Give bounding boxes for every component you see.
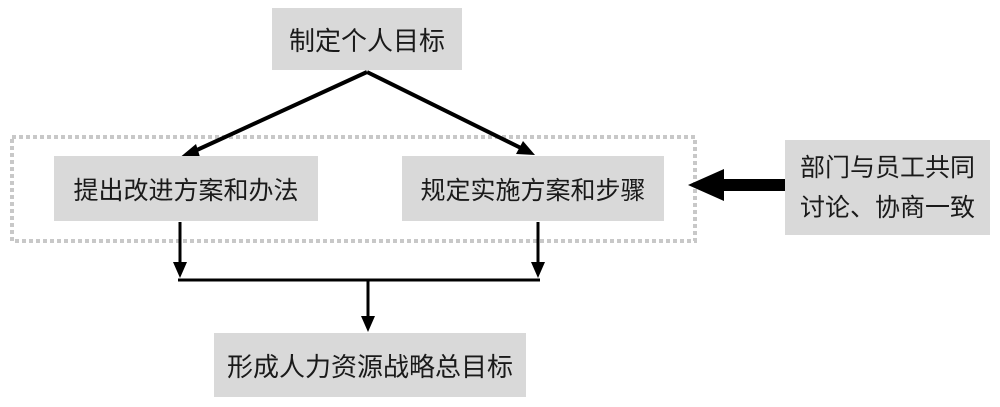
node-propose-improvements: 提出改进方案和办法 bbox=[54, 156, 318, 221]
node-set-personal-goal: 制定个人目标 bbox=[272, 8, 462, 70]
node-bottom-label: 形成人力资源战略总目标 bbox=[226, 352, 513, 383]
arrowhead-merge-to-bottom bbox=[361, 316, 375, 332]
arrow-top-to-right bbox=[366, 70, 528, 153]
node-side-line2: 讨论、协商一致 bbox=[799, 192, 975, 222]
node-department-consensus: 部门与员工共同 讨论、协商一致 bbox=[785, 140, 990, 235]
node-left-label: 提出改进方案和办法 bbox=[73, 175, 299, 205]
side-arrow-shaft bbox=[720, 179, 786, 191]
arrowhead-top-to-right bbox=[516, 141, 535, 155]
node-top-label: 制定个人目标 bbox=[288, 26, 445, 57]
node-specify-implementation: 规定实施方案和步骤 bbox=[402, 156, 664, 221]
arrowhead-right-down bbox=[531, 262, 545, 278]
arrow-top-to-left bbox=[185, 70, 368, 157]
node-side-line1: 部门与员工共同 bbox=[799, 152, 975, 182]
node-right-label: 规定实施方案和步骤 bbox=[420, 175, 646, 205]
side-arrow-head bbox=[688, 169, 724, 201]
arrowhead-left-down bbox=[173, 262, 187, 278]
node-hr-strategic-goal: 形成人力资源战略总目标 bbox=[214, 333, 526, 397]
